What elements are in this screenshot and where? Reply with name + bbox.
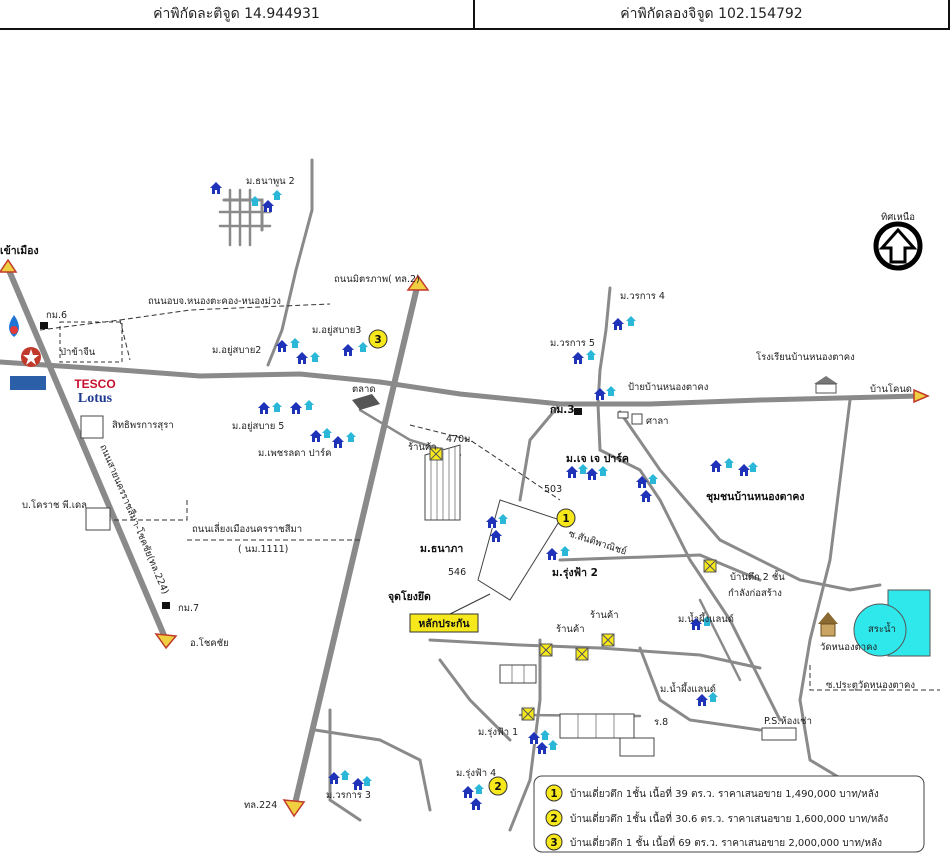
label-alley-temple: ซ.ประตูวัดหนองตาคง (826, 680, 915, 691)
label-yusabai5: ม.อยู่สบาย 5 (232, 421, 284, 432)
label-soi: ซ.สันติพาณิชย์ (567, 527, 628, 557)
property-marker-3: 3 (368, 329, 388, 349)
label-korat-pdel: บ.โคราช พี.เดล (22, 499, 87, 511)
legend-item-3: 3 บ้านเดี่ยวตึก 1 ชั้น เนื้อที่ 69 ตร.ว.… (545, 833, 882, 851)
label-friendship-road: ถนนมิตรภาพ( ทล.2) (334, 274, 420, 285)
label-petchlada: ม.เพชรลดา ปาร์ค (258, 447, 332, 459)
label-worakarn4: ม.วรการ 4 (620, 291, 665, 302)
label-namphueng: ม.น้ำผึ้งแลนด์ (678, 612, 734, 625)
latitude-label: ค่าพิกัดละติจูด 14.944931 (0, 0, 475, 28)
label-community: ชุมชนบ้านหนองตาคง (706, 490, 805, 504)
label-sala: ศาลา (646, 416, 669, 427)
lotus-label: Lotus (78, 391, 113, 406)
label-thanapun2: ม.ธนาพูน 2 (246, 176, 295, 187)
sala-icon (631, 413, 643, 425)
label-bypass-road: ถนนอบจ.หนองตะคอง-หนองม่วง (148, 296, 281, 307)
label-temple: วัดหนองตาคง (820, 642, 877, 653)
legend-item-1: 1 บ้านเดี่ยวตึก 1ชั้น เนื้อที่ 39 ตร.ว. … (545, 784, 879, 802)
dashed-lines (39, 303, 940, 691)
svg-text:3: 3 (550, 837, 557, 849)
svg-text:2: 2 (550, 813, 557, 825)
label-shop3: ร้านค้า (556, 624, 585, 635)
label-to-city: เข้าเมือง (0, 244, 39, 257)
km-marker-icons (40, 322, 582, 609)
label-market: ตลาด (352, 384, 376, 395)
label-yusabai2: ม.อยู่สบาย2 (212, 345, 261, 356)
label-ban-chin: ป่าข้าจีน (60, 346, 96, 358)
legend-item-2: 2 บ้านเดี่ยวตึก 1ชั้น เนื้อที่ 30.6 ตร.ว… (545, 809, 888, 827)
label-namphueng2: ม.น้ำผึ้งแลนด์ (660, 682, 716, 695)
label-shop1: ร้านค้า (408, 442, 437, 453)
housing-lots (80, 415, 797, 757)
label-thanapa: ม.ธนาภา (420, 543, 463, 555)
label-chokchai: อ.โชคชัย (190, 637, 229, 649)
sign-icon (617, 411, 629, 419)
svg-text:3: 3 (374, 334, 381, 346)
compass-label: ทิศเหนือ (881, 212, 915, 223)
label-building2b: กำลังก่อสร้าง (728, 588, 782, 599)
svg-text:1: 1 (562, 513, 569, 525)
label-pond: สระน้ำ (868, 622, 896, 635)
svg-text:บ้านเดี่ยวตึก 1ชั้น เนื้อที่ 3: บ้านเดี่ยวตึก 1ชั้น เนื้อที่ 39 ตร.ว. รา… (570, 786, 879, 800)
label-ban-kot: บ้านโคนด (870, 383, 912, 395)
pond-round (853, 603, 907, 657)
label-546: 546 (448, 567, 466, 578)
label-worakarn5: ม.วรการ 5 (550, 338, 595, 349)
label-shop2: ร้านค้า (590, 610, 619, 621)
longitude-label: ค่าพิกัดลองจิจูด 102.154792 (475, 0, 950, 28)
collateral-label: หลักประกัน (418, 618, 470, 630)
label-hwy224: ทล.224 (244, 800, 277, 811)
label-ring-road-code: ( นม.1111) (238, 544, 288, 555)
label-km6: กม.6 (46, 310, 67, 321)
svg-text:บ้านเดี่ยวตึก 1ชั้น เนื้อที่ 3: บ้านเดี่ยวตึก 1ชั้น เนื้อที่ 30.6 ตร.ว. … (570, 811, 888, 825)
temple-icon (818, 612, 838, 637)
marker-pointer (449, 593, 491, 615)
label-landmark: จุดโยงยึด (388, 590, 431, 604)
gas-station-icon (9, 315, 19, 337)
label-ps: P.S.ห้องเช่า (764, 716, 812, 727)
legend: 1 บ้านเดี่ยวตึก 1ชั้น เนื้อที่ 39 ตร.ว. … (533, 775, 925, 853)
shop-icons (429, 447, 717, 721)
label-yusabai3: ม.อยู่สบาย3 (312, 325, 361, 336)
svg-text:2: 2 (494, 781, 501, 793)
label-sittipon: สิทธิพรการสุรา (112, 420, 174, 431)
label-rungfa1: ม.รุ่งฟ้า 1 (478, 727, 518, 738)
label-km3: กม.3 (550, 404, 575, 416)
label-worakarn3: ม.วรการ 3 (326, 790, 371, 801)
label-school: โรงเรียนบ้านหนองตาคง (756, 351, 855, 363)
store-logo-icon (10, 376, 46, 390)
label-km7: กม.7 (178, 603, 199, 614)
label-ring-road: ถนนเลี่ยงเมืองนครราชสีมา (192, 522, 302, 535)
label-building2: บ้านตึก 2 ชั้น (730, 570, 785, 583)
property-marker-1: 1 (556, 508, 576, 528)
market-icon (352, 394, 380, 410)
label-rungfa4: ม.รุ่งฟ้า 4 (456, 768, 496, 779)
label-jj-park: ม.เจ เจ ปาร์ค (566, 452, 629, 465)
caltex-icon (21, 347, 41, 367)
road-arrows (0, 258, 930, 818)
svg-text:บ้านเดี่ยวตึก 1 ชั้น เนื้อที่: บ้านเดี่ยวตึก 1 ชั้น เนื้อที่ 69 ตร.ว. ร… (570, 835, 882, 849)
school-icon (814, 376, 838, 394)
label-n8: ร.8 (654, 717, 668, 728)
label-rungfa2: ม.รุ่งฟ้า 2 (552, 566, 598, 580)
label-ban-nongtakhong-sign: ป้ายบ้านหนองตาคง (628, 382, 708, 393)
roads (0, 158, 923, 832)
svg-text:1: 1 (550, 788, 557, 800)
coordinate-bar: ค่าพิกัดละติจูด 14.944931 ค่าพิกัดลองจิจ… (0, 0, 950, 30)
north-arrow-icon (873, 221, 923, 271)
property-marker-2: 2 (488, 776, 508, 796)
tesco-label: TESCO (74, 377, 115, 391)
ban-chin-boundary (59, 321, 123, 363)
collateral-marker (409, 613, 479, 633)
label-503: 503 (544, 484, 562, 495)
label-470m: 470ม. (446, 434, 473, 445)
